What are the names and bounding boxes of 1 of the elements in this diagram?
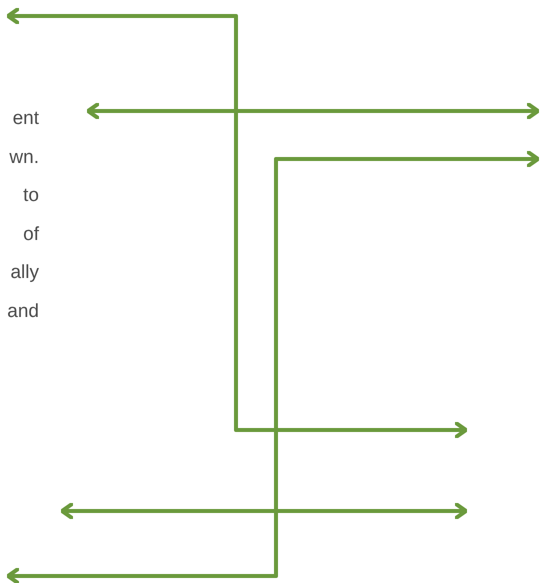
paragraph-text: ent wn. to of ally and (7, 107, 39, 324)
